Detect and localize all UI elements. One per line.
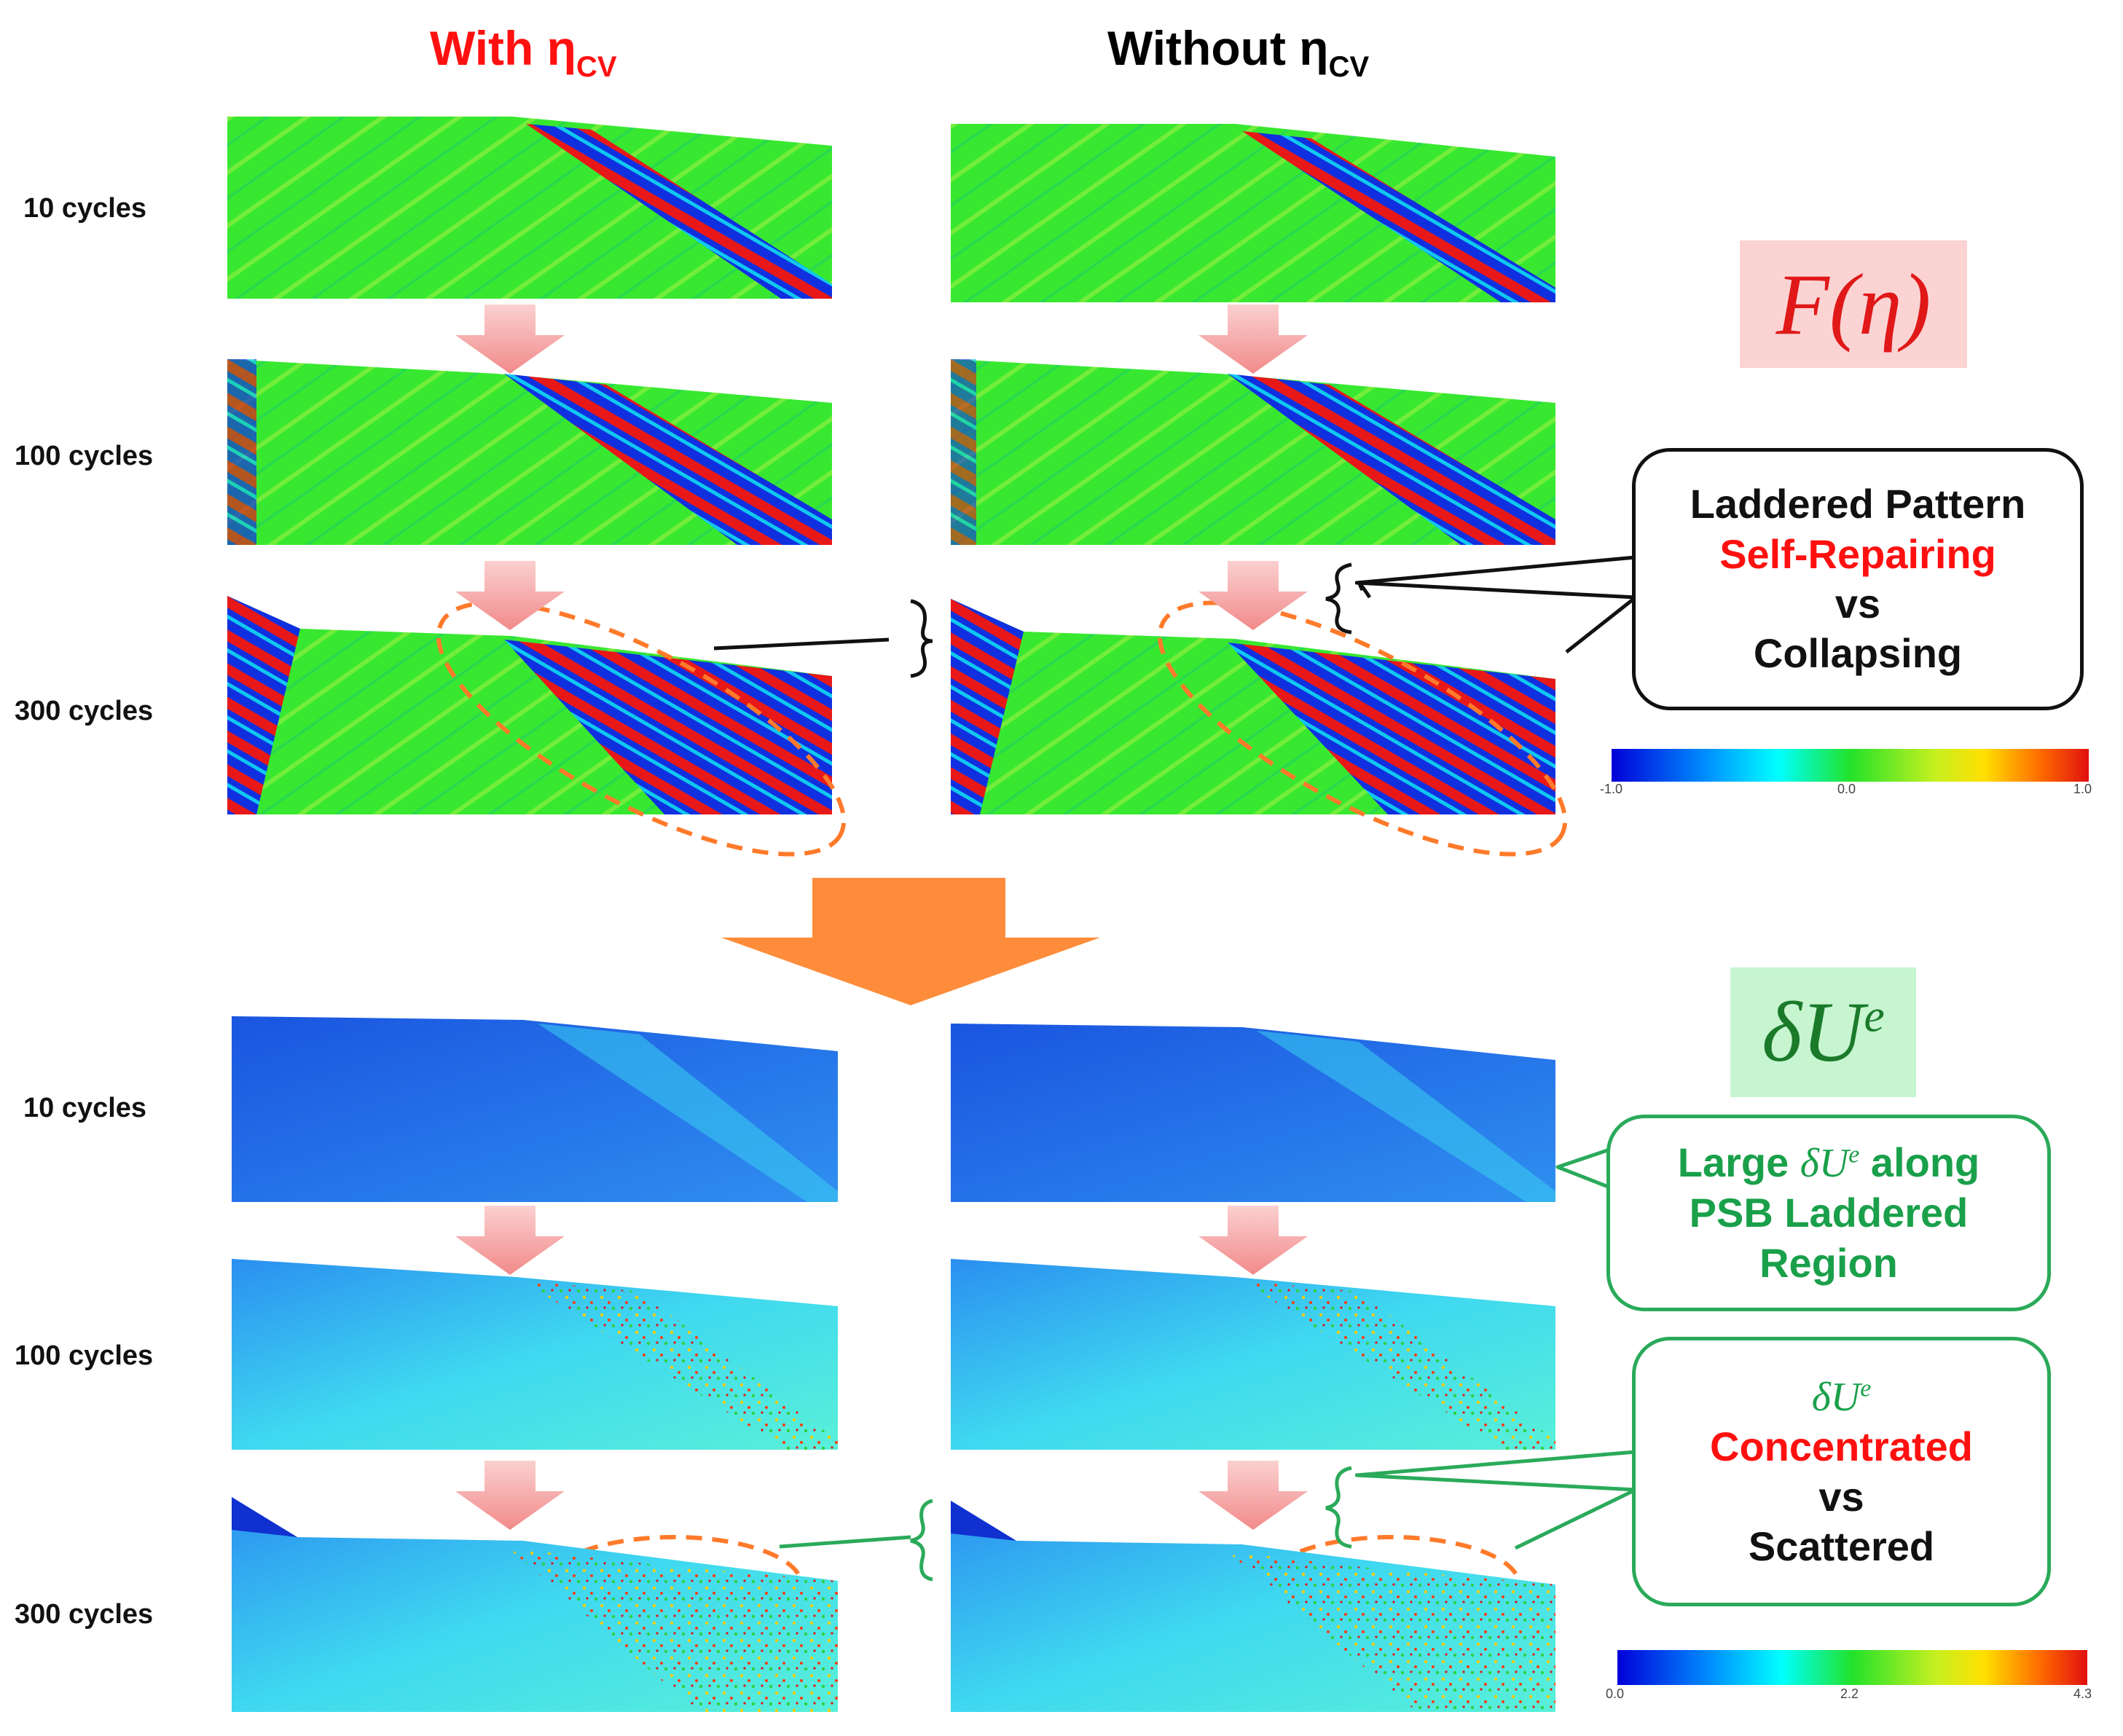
callout-bottom2-line3: vs	[1818, 1473, 1864, 1520]
arrow-bottom-without-2	[1198, 1461, 1308, 1530]
colorbar-bottom-min: 0.0	[1606, 1686, 1625, 1701]
arrow-top-with-1	[455, 305, 565, 374]
callout-bottom1-line3: Region	[1759, 1239, 1898, 1286]
callout-top-tail	[1355, 555, 1638, 653]
callout-top-line4: Collapsing	[1753, 630, 1963, 677]
u-panel-without-10	[951, 1024, 1555, 1202]
callout-bottom1-symbol-sup: e	[1848, 1141, 1860, 1169]
callout-bottom2-symbol-sup: e	[1860, 1375, 1872, 1402]
colorbar-top-max: 1.0	[2073, 782, 2092, 796]
f-panel-without-300	[951, 599, 1555, 814]
callout-bottom1-line1: Large δUe along	[1610, 1138, 2047, 1188]
column-header-with-sub: CV	[576, 51, 617, 83]
row-label-top-300: 300 cycles	[15, 696, 154, 726]
u-panel-with-100	[232, 1259, 838, 1450]
callout-top-line3: vs	[1834, 581, 1881, 627]
callout-top: Laddered Pattern Self-Repairing vs Colla…	[1632, 448, 2084, 710]
callout-bottom2-line1: δUe	[1636, 1372, 2047, 1422]
delta-u-tag-main: δU	[1762, 984, 1864, 1080]
callout-top-line2: Self-Repairing	[1719, 530, 1996, 577]
arrow-bottom-with-1	[455, 1206, 565, 1275]
column-header-without-text: Without η	[1107, 21, 1329, 75]
row-label-bottom-300: 300 cycles	[15, 1599, 154, 1630]
u-panel-with-10	[232, 1016, 838, 1202]
colorbar-top	[1612, 749, 2089, 782]
callout-bottom2-line4: Scattered	[1748, 1523, 1935, 1569]
delta-u-tag: δUe	[1730, 967, 1916, 1097]
f-panel-with-100	[227, 359, 832, 545]
delta-u-tag-sup: e	[1864, 989, 1885, 1042]
colorbar-bottom	[1617, 1650, 2087, 1685]
u-panel-without-100	[951, 1259, 1555, 1450]
column-header-with-text: With η	[430, 21, 576, 75]
arrow-top-without-1	[1198, 305, 1308, 374]
colorbar-bottom-mid: 2.2	[1840, 1686, 1859, 1701]
callout-bottom1-l1b: along	[1859, 1139, 1980, 1186]
row-label-bottom-10: 10 cycles	[23, 1093, 147, 1123]
callout-bottom2-symbol: δU	[1811, 1374, 1861, 1420]
row-label-bottom-100: 100 cycles	[15, 1340, 154, 1371]
callout-bottom1-symbol: δU	[1800, 1141, 1849, 1187]
callout-bottom2-tail	[1355, 1450, 1638, 1550]
column-header-with: With ηCV	[430, 20, 617, 84]
f-panel-with-10	[227, 117, 832, 299]
row-label-top-100: 100 cycles	[15, 441, 154, 471]
row-label-top-10: 10 cycles	[23, 193, 147, 224]
f-eta-tag-text: F(η)	[1775, 255, 1931, 353]
column-header-without-sub: CV	[1328, 51, 1370, 83]
colorbar-top-mid: 0.0	[1837, 782, 1856, 796]
f-panel-without-100	[951, 359, 1555, 545]
arrow-top-with-2	[455, 561, 565, 630]
callout-top-line1: Laddered Pattern	[1690, 481, 2026, 527]
f-panel-without-10	[951, 124, 1555, 302]
callout-bottom1-l1a: Large	[1677, 1139, 1800, 1186]
f-panel-with-300	[227, 596, 832, 814]
callout-bottom1-line2: PSB Laddered	[1689, 1190, 1969, 1236]
colorbar-top-min: -1.0	[1600, 782, 1623, 796]
callout-bottom2-line2: Concentrated	[1710, 1423, 1973, 1470]
arrow-top-without-2	[1198, 561, 1308, 630]
u-panel-with-300	[232, 1497, 838, 1712]
arrow-bottom-without-1	[1198, 1206, 1308, 1275]
transition-arrow	[721, 878, 1100, 1005]
u-panel-without-300	[951, 1501, 1555, 1712]
callout-bottom2: δUe Concentrated vs Scattered	[1632, 1337, 2051, 1606]
arrow-bottom-with-2	[455, 1461, 565, 1530]
callout-bottom1: Large δUe along PSB Laddered Region	[1606, 1115, 2051, 1311]
colorbar-bottom-max: 4.3	[2073, 1686, 2092, 1701]
f-eta-tag: F(η)	[1740, 240, 1967, 368]
column-header-without: Without ηCV	[1107, 20, 1369, 84]
